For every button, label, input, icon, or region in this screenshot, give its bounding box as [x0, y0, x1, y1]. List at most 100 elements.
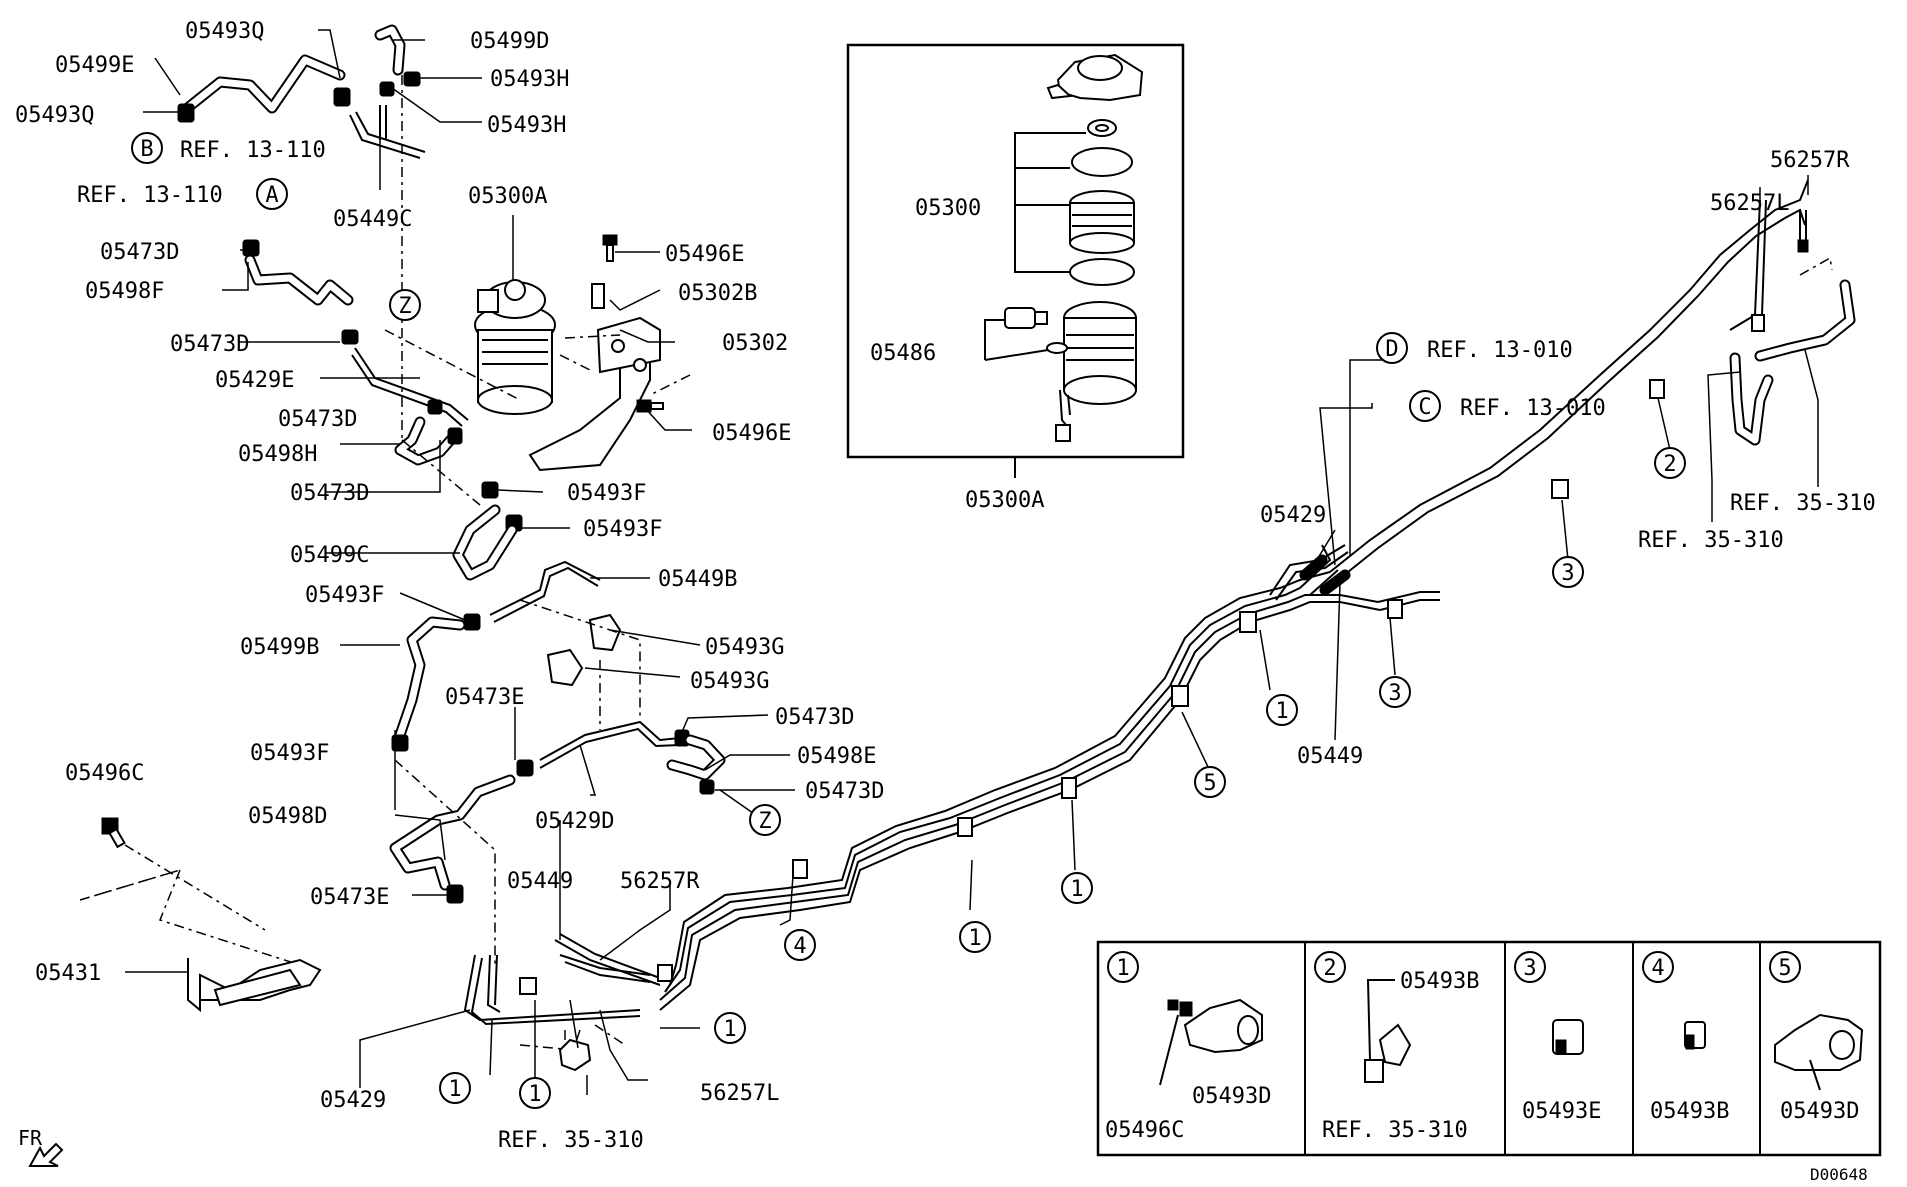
- callout-2: 2: [1654, 447, 1686, 479]
- label-05493H-b: 05493H: [487, 113, 566, 138]
- callout-1-e: 1: [1061, 872, 1093, 904]
- bracket-05302B: [591, 283, 605, 309]
- label-05493F-c: 05493F: [305, 583, 384, 608]
- callout-1-f: 1: [1266, 694, 1298, 726]
- label-05493F-a: 05493F: [567, 481, 646, 506]
- callout-1-b: 1: [519, 1077, 551, 1109]
- label-05499E: 05499E: [55, 53, 134, 78]
- label-05493G-a: 05493G: [705, 635, 784, 660]
- pipe-05449B: [489, 560, 601, 623]
- svg-text:2: 2: [1663, 452, 1676, 477]
- hose-05498H: [394, 416, 461, 466]
- hose-05499E: [179, 54, 346, 116]
- clamp-05493F-a: [481, 481, 499, 499]
- filter-washer: [1087, 119, 1117, 137]
- label-05449C: 05449C: [333, 207, 412, 232]
- direction-label: FR: [18, 1126, 43, 1150]
- label-05496E-a: 05496E: [665, 242, 744, 267]
- svg-text:A: A: [265, 183, 278, 208]
- inset-callout-4: 4: [1642, 951, 1674, 983]
- callout-A: A: [256, 178, 288, 210]
- svg-text:5: 5: [1203, 771, 1216, 796]
- filter-bowl: [1055, 301, 1137, 442]
- callout-Z-top: Z: [389, 289, 421, 321]
- callout-3-b: 3: [1552, 556, 1584, 588]
- label-05449-a: 05449: [507, 869, 573, 894]
- label-05493F-b: 05493F: [583, 517, 662, 542]
- callout-Z-bottom: Z: [749, 804, 781, 836]
- inset-label-05493D-5: 05493D: [1780, 1099, 1859, 1124]
- hose-05499C: [452, 504, 518, 581]
- clamp-3-b: [1551, 479, 1569, 499]
- label-05473D-f: 05473D: [805, 779, 884, 804]
- label-ref-C: REF. 13-010: [1460, 396, 1606, 421]
- inset-legend: [1096, 940, 1882, 1157]
- label-05302: 05302: [722, 331, 788, 356]
- label-ref35-a: REF. 35-310: [498, 1128, 644, 1153]
- label-56257L-b: 56257L: [1710, 191, 1789, 216]
- hose-right-loop: [1729, 279, 1856, 446]
- clamp-05493H-a: [403, 71, 421, 87]
- callout-B: B: [131, 132, 163, 164]
- hose-05499B: [394, 616, 466, 741]
- filter-element: [1069, 190, 1135, 254]
- clamp-1-bottom-left: [519, 964, 673, 995]
- clamp-4: [792, 859, 808, 879]
- label-05496C: 05496C: [65, 761, 144, 786]
- label-05499B: 05499B: [240, 635, 319, 660]
- clamp-1-c: [1239, 611, 1257, 633]
- svg-text:3: 3: [1388, 681, 1401, 706]
- label-05498E: 05498E: [797, 744, 876, 769]
- svg-text:3: 3: [1523, 956, 1536, 981]
- filter-o-ring-b: [1069, 258, 1135, 286]
- svg-text:3: 3: [1561, 561, 1574, 586]
- pipe-56257L-right: [1729, 199, 1767, 332]
- label-56257R-b: 56257R: [1770, 148, 1850, 173]
- callout-D: D: [1376, 332, 1408, 364]
- label-05429E: 05429E: [215, 368, 294, 393]
- svg-text:D: D: [1385, 337, 1398, 362]
- inset-callout-1: 1: [1107, 951, 1139, 983]
- callout-1-d: 1: [959, 921, 991, 953]
- inset-label-05496C: 05496C: [1105, 1118, 1184, 1143]
- label-05486: 05486: [870, 341, 936, 366]
- label-05493G-b: 05493G: [690, 669, 769, 694]
- clamp-05493F-d: [391, 734, 409, 752]
- svg-text:Z: Z: [758, 809, 771, 834]
- hose-05498E: [666, 734, 726, 781]
- label-ref35-b: REF. 35-310: [1730, 491, 1876, 516]
- pipe-56257R-right: [1797, 210, 1809, 253]
- label-ref35-c: REF. 35-310: [1638, 528, 1784, 553]
- label-05473D-d: 05473D: [290, 481, 369, 506]
- label-05300: 05300: [915, 196, 981, 221]
- label-05300A-box: 05300A: [965, 488, 1044, 513]
- svg-text:B: B: [140, 137, 153, 162]
- clamp-05493Q-left: [177, 103, 195, 123]
- svg-text:1: 1: [968, 926, 981, 951]
- label-05473E-b: 05473E: [310, 885, 389, 910]
- svg-text:4: 4: [793, 934, 806, 959]
- inset-label-05493D-1: 05493D: [1192, 1084, 1271, 1109]
- bracket-05431: [187, 958, 322, 1013]
- clamp-05473D-c: [427, 399, 443, 415]
- label-05473E-a: 05473E: [445, 685, 524, 710]
- svg-text:1: 1: [528, 1082, 541, 1107]
- label-05473D-a: 05473D: [100, 240, 179, 265]
- callout-5: 5: [1194, 766, 1226, 798]
- inset-clamp-5-drawing: [1774, 1013, 1864, 1091]
- label-05499C: 05499C: [290, 543, 369, 568]
- label-05496E-b: 05496E: [712, 421, 791, 446]
- clamp-3-a: [1387, 599, 1403, 619]
- inset-clamp-1-drawing: [1159, 998, 1263, 1086]
- clamp-1-a: [957, 817, 973, 837]
- pipe-05429-left: [463, 954, 641, 1026]
- callout-1-c: 1: [714, 1012, 746, 1044]
- label-05473D-c: 05473D: [278, 407, 357, 432]
- bracket-ref35-left: [558, 1038, 592, 1072]
- label-05493Q-top: 05493Q: [185, 19, 264, 44]
- clamp-05493F-c: [463, 613, 481, 631]
- label-ref-D: REF. 13-010: [1427, 338, 1573, 363]
- clamp-05473E-b: [446, 884, 464, 904]
- label-05499D: 05499D: [470, 29, 549, 54]
